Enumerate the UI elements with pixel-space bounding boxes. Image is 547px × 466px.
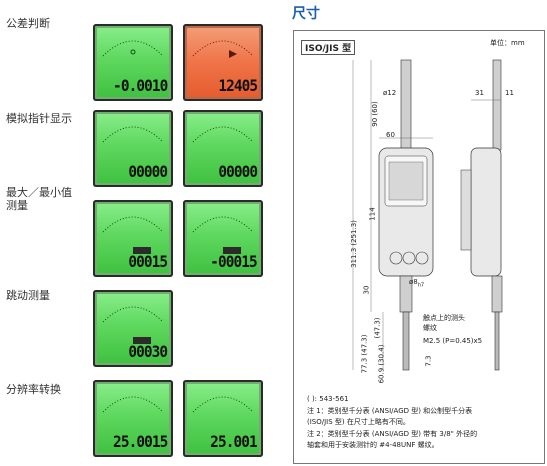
dim-d8: ø8h7 <box>409 278 425 289</box>
min-tag-icon <box>223 247 241 254</box>
reading-2: 12405 <box>218 76 258 95</box>
lcd-panel-2: 12405 <box>183 24 263 101</box>
label-resolution: 分辨率转换 <box>6 383 61 396</box>
scale-arc-icon <box>102 216 164 233</box>
note-1-line-2: (ISO/JIS 型) 在尺寸上略有不同。 <box>307 418 410 426</box>
note-1-line-1: 注 1：类别型千分表 (ANSI/AGD 型) 和公制型千分表 <box>307 407 473 415</box>
contact-point-label: 触点上的测头 <box>423 314 465 322</box>
reading-8: 25.0015 <box>112 432 168 451</box>
reading-6: -00015 <box>210 252 258 271</box>
lcd-panel-1: -0.0010 <box>93 24 173 101</box>
scale-arc-icon <box>102 40 164 57</box>
lcd-panel-6: -00015 <box>183 200 263 277</box>
dim-v60: 60.9 (30.4) <box>377 344 386 384</box>
dim-w60: 60 <box>386 131 395 139</box>
dim-v77: 77.3 (47.3) <box>360 334 369 374</box>
scale-arc-icon <box>192 126 254 143</box>
note-2-line-2: 轴套和用于安装测针的 #4-48UNF 螺纹。 <box>307 441 439 449</box>
max-tag-icon <box>133 247 151 254</box>
runout-tag-icon <box>133 337 151 344</box>
lcd-panel-8: 25.0015 <box>93 380 173 457</box>
scale-arc-icon <box>192 216 254 233</box>
model-label: ISO/JIS 型 <box>301 40 356 55</box>
dim-w31: 31 <box>475 89 484 97</box>
dim-v73: 7.3 <box>424 355 433 367</box>
thread-label: 螺纹 <box>423 324 437 332</box>
lcd-panel-5: 00015 <box>93 200 173 277</box>
lcd-panel-7: 00030 <box>93 290 173 367</box>
scale-arc-icon <box>192 40 254 58</box>
dim-v30: 30 <box>362 285 371 295</box>
unit-label: 单位：mm <box>490 39 525 47</box>
label-analog: 模拟指针显示 <box>6 112 72 125</box>
scale-arc-icon <box>102 306 164 323</box>
label-runout: 跳动测量 <box>6 289 50 302</box>
reading-3: 00000 <box>128 162 168 181</box>
dim-v90: 90 (60) <box>370 101 379 127</box>
reading-4: 00000 <box>218 162 258 181</box>
lcd-panel-9: 25.001 <box>183 380 263 457</box>
dim-w11: 11 <box>505 89 514 97</box>
note-2-line-1: 注 2：类别型千分表 (ANSI/AGD 型) 带有 3/8" 外径的 <box>307 430 478 438</box>
reading-1: -0.0010 <box>112 76 168 95</box>
lcd-panel-4: 00000 <box>183 110 263 187</box>
reading-5: 00015 <box>128 252 168 271</box>
label-maxmin: 最大／最小值 <box>6 186 72 199</box>
dim-v47: (47.3) <box>373 317 382 339</box>
scale-arc-icon <box>102 396 164 413</box>
technical-drawing <box>352 59 503 371</box>
scale-arc-icon <box>102 126 164 143</box>
drawing-frame <box>293 30 545 464</box>
dim-v114: 114 <box>368 207 377 221</box>
section-title: 尺寸 <box>292 6 320 22</box>
dim-d12: ø12 <box>383 89 397 97</box>
label-tolerance: 公差判断 <box>6 17 50 30</box>
scale-arc-icon <box>192 396 254 413</box>
dim-v311: 311.3 (251.3) <box>349 220 358 268</box>
label-measure: 测量 <box>6 199 28 212</box>
lcd-panel-3: 00000 <box>93 110 173 187</box>
reading-7: 00030 <box>128 342 168 361</box>
note-model-code: ( ): 543-561 <box>307 395 349 403</box>
thread-spec: M2.5 (P=0.45)x5 <box>423 337 483 345</box>
reading-9: 25.001 <box>210 432 258 451</box>
